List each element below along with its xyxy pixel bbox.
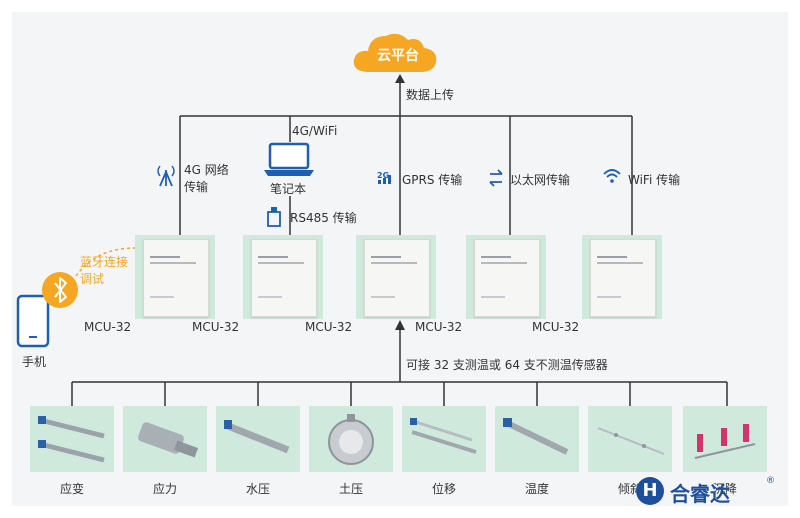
device-label: MCU-32	[415, 320, 463, 334]
sensor-label: 水压	[245, 482, 270, 496]
brand-name: 合睿达	[670, 482, 730, 506]
link-4g-label: 4G 网络 传输	[184, 163, 229, 194]
sensor-label: 应变	[59, 482, 84, 496]
laptop-label: 笔记本	[270, 182, 307, 196]
antenna-icon	[157, 165, 175, 187]
sensor-label: 位移	[431, 482, 456, 496]
mcu-device	[135, 235, 215, 319]
bluetooth-dashed-link	[75, 247, 136, 277]
device-label: MCU-32	[305, 320, 353, 334]
phone-label: 手机	[22, 355, 47, 369]
link-ethernet-label: 以太网传输	[510, 173, 571, 187]
svg-text:2G: 2G	[377, 171, 389, 180]
device-label: MCU-32	[532, 320, 580, 334]
brand-logo-icon: H	[636, 477, 664, 505]
mcu-device	[466, 235, 546, 319]
mcu-device	[356, 235, 436, 319]
ethernet-icon	[489, 169, 503, 187]
bluetooth-label: 蓝牙连接 调试	[80, 255, 129, 286]
sensor-image-strain	[30, 406, 114, 472]
sensor-image-water-pressure	[216, 406, 300, 472]
laptop-network-label: 4G/WiFi	[292, 124, 338, 138]
wifi-icon	[603, 169, 621, 183]
sensor-label: 沉降	[712, 482, 737, 496]
sensor-uplink-arrow	[395, 320, 405, 330]
link-wifi-label: WiFi 传输	[628, 173, 681, 187]
sensor-image-displacement	[402, 406, 486, 472]
rs485-plug-icon	[267, 207, 281, 227]
sensor-image-temperature	[495, 406, 579, 472]
sensor-image-earth-pressure	[309, 406, 393, 472]
phone-icon	[16, 294, 50, 348]
sensor-label: 倾斜	[617, 482, 642, 496]
link-rs485-label: RS485 传输	[290, 211, 357, 225]
sensor-label: 应力	[152, 482, 177, 496]
device-label: MCU-32	[84, 320, 132, 334]
link-gprs-label: GPRS 传输	[402, 173, 463, 187]
gprs-icon: 2G	[377, 171, 391, 184]
bluetooth-icon	[42, 272, 78, 308]
cloud-platform-label: 云平台	[377, 48, 419, 64]
sensor-image-inclination	[588, 406, 672, 472]
capacity-label: 可接 32 支测温或 64 支不测温传感器	[406, 358, 608, 372]
cloud-icon	[353, 33, 437, 72]
registered-mark: ®	[766, 476, 775, 486]
sensor-image-stress	[123, 406, 207, 472]
mcu-device	[582, 235, 662, 319]
sensor-image-settlement	[683, 406, 767, 472]
device-label: MCU-32	[192, 320, 240, 334]
upload-arrow	[395, 74, 405, 83]
sensor-label: 温度	[524, 482, 549, 496]
laptop-icon	[264, 142, 314, 176]
upload-label: 数据上传	[406, 88, 455, 102]
sensor-label: 土压	[338, 482, 363, 496]
mcu-device	[243, 235, 323, 319]
